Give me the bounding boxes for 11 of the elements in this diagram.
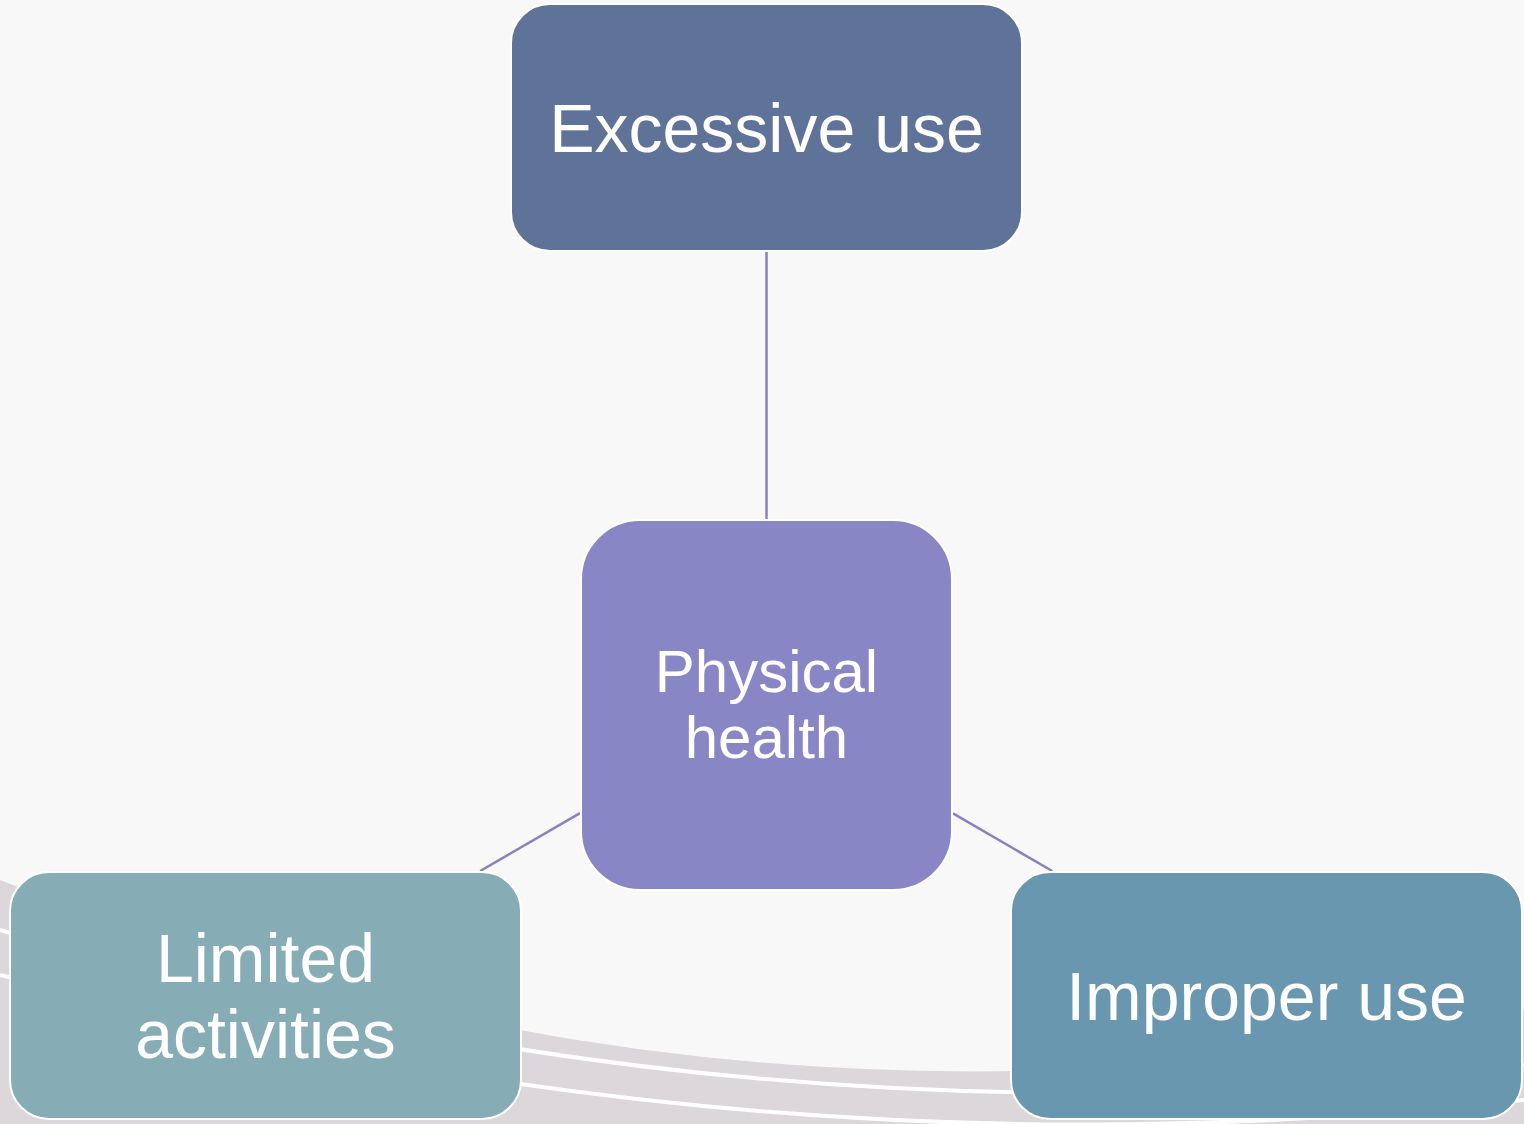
node-label: Excessive use bbox=[548, 89, 985, 166]
rounded-box bbox=[580, 519, 953, 891]
node-label: Improper use bbox=[1065, 957, 1468, 1034]
rounded-box bbox=[1010, 871, 1523, 1120]
node-label: Physical health bbox=[653, 639, 880, 771]
rounded-box bbox=[510, 3, 1023, 252]
connector-line bbox=[765, 252, 768, 519]
connector-line bbox=[479, 812, 581, 873]
rounded-box bbox=[9, 871, 522, 1120]
node-label: Limited activities bbox=[134, 919, 397, 1072]
connector-line bbox=[952, 812, 1053, 873]
